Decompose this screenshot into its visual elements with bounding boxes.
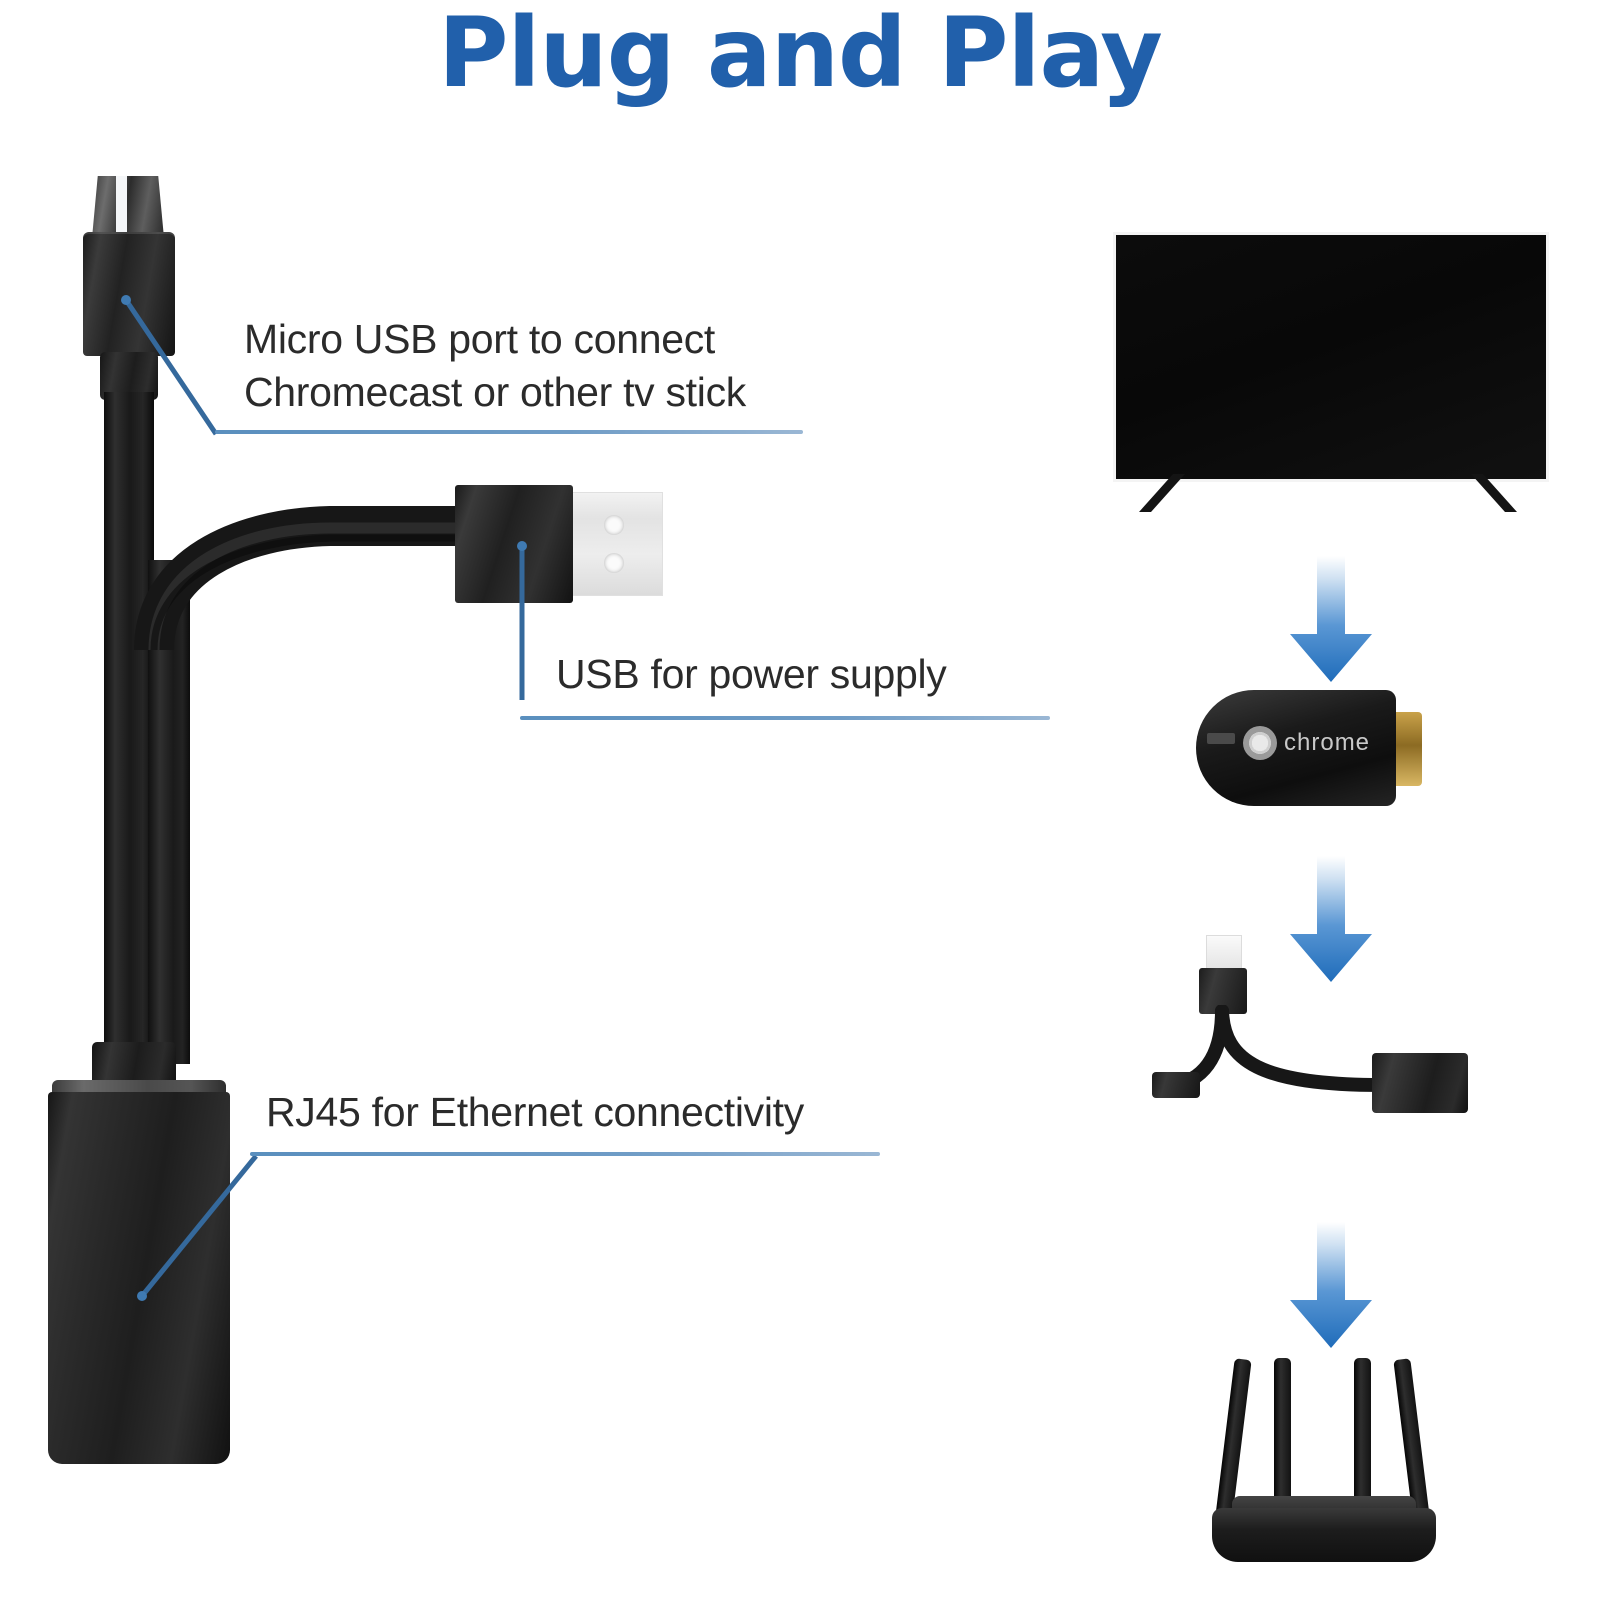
rj45-strain-relief (92, 1042, 176, 1086)
tv-screen (1113, 232, 1549, 482)
usb-a-metal-shell (570, 492, 663, 596)
annotation-rj45-underline (250, 1152, 880, 1156)
adapter-rj45-body (1372, 1053, 1468, 1113)
flow-arrow-down (1290, 556, 1372, 682)
chromecast-micro-usb-port (1207, 733, 1235, 744)
micro-usb-metal-tip (92, 176, 164, 238)
annotation-usb-power-text: USB for power supply (556, 651, 947, 697)
chromecast-body (1196, 690, 1396, 806)
flow-arrow-down (1290, 856, 1372, 982)
rj45-ethernet-port-body (48, 1092, 230, 1464)
chrome-logo-icon (1243, 726, 1277, 760)
tv-stand-feet (1139, 474, 1517, 512)
annotation-micro-usb-underline (215, 430, 803, 434)
main-cable (104, 392, 154, 1064)
flow-arrow-down (1290, 1222, 1372, 1348)
router-chassis (1212, 1508, 1436, 1562)
adapter-cable (1163, 1005, 1389, 1092)
adapter-micro-usb-plug (1152, 1072, 1200, 1098)
router-antenna (1274, 1358, 1291, 1524)
chromecast-brand-text: chrome (1284, 729, 1371, 756)
annotation-rj45-text: RJ45 for Ethernet connectivity (266, 1089, 804, 1135)
annotation-micro-usb-text: Micro USB port to connect Chromecast or … (244, 316, 746, 416)
leader-line-rj45 (137, 1154, 258, 1301)
adapter-usb-a-metal (1206, 935, 1242, 971)
usb-a-shell-hole (604, 553, 624, 573)
router-antenna (1354, 1358, 1371, 1524)
micro-usb-plug-housing (83, 232, 175, 356)
leader-line-usb-power (517, 541, 527, 700)
micro-usb-tip-slot (116, 176, 127, 232)
usb-a-plug-housing (455, 485, 573, 603)
annotation-usb-power-underline (520, 716, 1050, 720)
page-title: Plug and Play (438, 0, 1163, 109)
usb-a-shell-hole (604, 515, 624, 535)
usb-branch-cable (134, 506, 470, 650)
leader-line-micro-usb (121, 295, 219, 436)
